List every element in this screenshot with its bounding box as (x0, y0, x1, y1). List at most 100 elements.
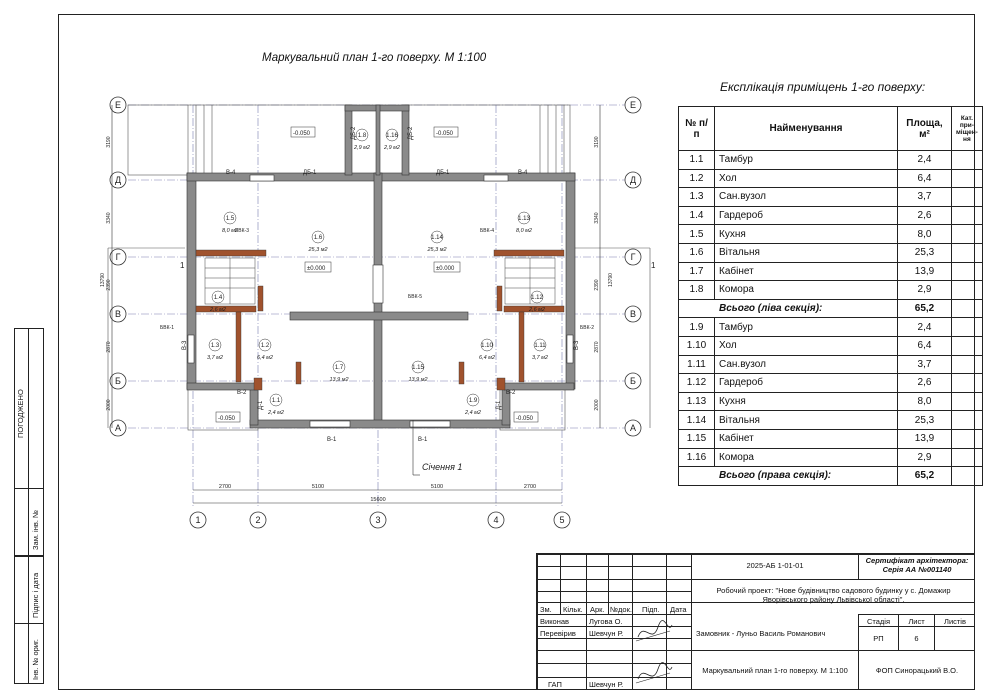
room-area-label: 25,3 м2 (426, 247, 446, 253)
signatures (635, 620, 673, 684)
room-marker (466, 393, 480, 407)
dimension-total: 13790 (608, 273, 614, 287)
made-role: Виконав (540, 617, 570, 626)
partitions (195, 249, 565, 391)
lintel-mark: ДБ-1 (303, 170, 317, 176)
dimension: 3190 (594, 136, 600, 147)
room-category (951, 428, 983, 449)
room-number: 1.12 (678, 373, 715, 393)
room-area: 3,7 (897, 187, 952, 207)
col-num: № п/п (678, 106, 715, 151)
project-name: Робочий проект: "Нове будівництво садово… (716, 586, 951, 604)
axis-label: Д (115, 175, 121, 185)
room-area-label: 2,4 м2 (464, 410, 481, 416)
room-id: 1.5 (226, 216, 235, 222)
room-id: 1.15 (412, 365, 424, 371)
level-mark: -0.050 (436, 131, 454, 137)
axis-label: Б (630, 376, 636, 386)
stage-value: РП (873, 634, 884, 643)
level-mark: ±0.000 (307, 266, 326, 272)
window-mark: В-4 (226, 170, 236, 176)
room-marker (530, 290, 544, 304)
room-number: 1.15 (678, 428, 715, 449)
room-marker (311, 230, 325, 244)
room-marker (517, 211, 531, 225)
room-marker (411, 360, 425, 374)
room-category (951, 168, 983, 189)
room-number: 1.16 (678, 447, 715, 468)
axis-label: А (630, 423, 636, 433)
room-name: Хол (714, 168, 898, 189)
room-marker (480, 338, 494, 352)
room-area: 13,9 (897, 428, 952, 449)
room-area: 3,7 (897, 354, 952, 375)
room-category (951, 224, 983, 244)
replace-no-label: Зам. інв. № (31, 509, 40, 550)
room-marker (533, 338, 547, 352)
room-name: Гардероб (714, 373, 898, 393)
plan-title: Маркувальний план 1-го поверху. М 1:100 (262, 52, 487, 64)
room-number: 1.7 (678, 261, 715, 282)
drawing-name: Маркувальний план 1-го поверху. М 1:100 (702, 666, 848, 675)
room-area-label: 25,3 м2 (307, 247, 327, 253)
client: Замовник - Луньо Василь Романович (696, 629, 826, 638)
dimension-total: 13790 (100, 273, 106, 287)
room-area-label: 2,6 м2 (209, 307, 226, 313)
room-category (951, 280, 983, 300)
room-area-label: 8,0 м2 (222, 228, 238, 234)
lintel-mark: БВК-2 (580, 325, 594, 331)
col-change: Зм. (540, 605, 552, 614)
room-number: 1.9 (678, 317, 715, 337)
axis-label: 5 (559, 515, 564, 525)
axis-label: Г (116, 252, 121, 262)
cert-no: Серія АА №001140 (882, 565, 952, 574)
room-id: 1.2 (261, 343, 270, 349)
room-marker (332, 360, 346, 374)
room-number: 1.13 (678, 391, 715, 412)
stage-header: Стадія (866, 617, 891, 626)
lintel-mark: БВК-4 (480, 228, 494, 234)
axis-label: А (115, 423, 121, 433)
axis-label: Е (630, 100, 636, 110)
dimension: 2390 (594, 279, 600, 290)
sheet-value: 6 (914, 634, 919, 643)
room-category (951, 242, 983, 263)
total-row: Всього (права секція):65,2 (678, 466, 983, 486)
room-category (951, 410, 983, 430)
room-name: Тамбур (714, 150, 898, 170)
room-marker (355, 128, 369, 142)
room-number: 1.10 (678, 335, 715, 356)
axis-label: 3 (375, 515, 380, 525)
door-mark: Д-1 (258, 400, 264, 410)
cert-title: Сертифікат архітектора: (865, 556, 969, 565)
room-area: 13,9 (897, 261, 952, 282)
room-name: Кухня (714, 224, 898, 244)
room-area-label: 3,7 м2 (532, 355, 548, 361)
room-id: 1.7 (335, 365, 344, 371)
total-area: 65,2 (897, 466, 952, 486)
room-area: 2,9 (897, 280, 952, 300)
axis-label: Е (115, 100, 121, 110)
room-name: Сан.вузол (714, 187, 898, 207)
room-id: 1.11 (534, 343, 546, 349)
window-mark: В-3 (182, 340, 188, 350)
room-number: 1.6 (678, 242, 715, 263)
level-mark: -0.050 (218, 416, 236, 422)
room-name: Кабінет (714, 428, 898, 449)
level-mark: ±0.000 (436, 266, 455, 272)
room-number: 1.4 (678, 205, 715, 226)
col-date: Дата (670, 605, 687, 614)
axis-label: Б (115, 376, 121, 386)
axis-label: Г (631, 252, 636, 262)
room-category (951, 150, 983, 170)
